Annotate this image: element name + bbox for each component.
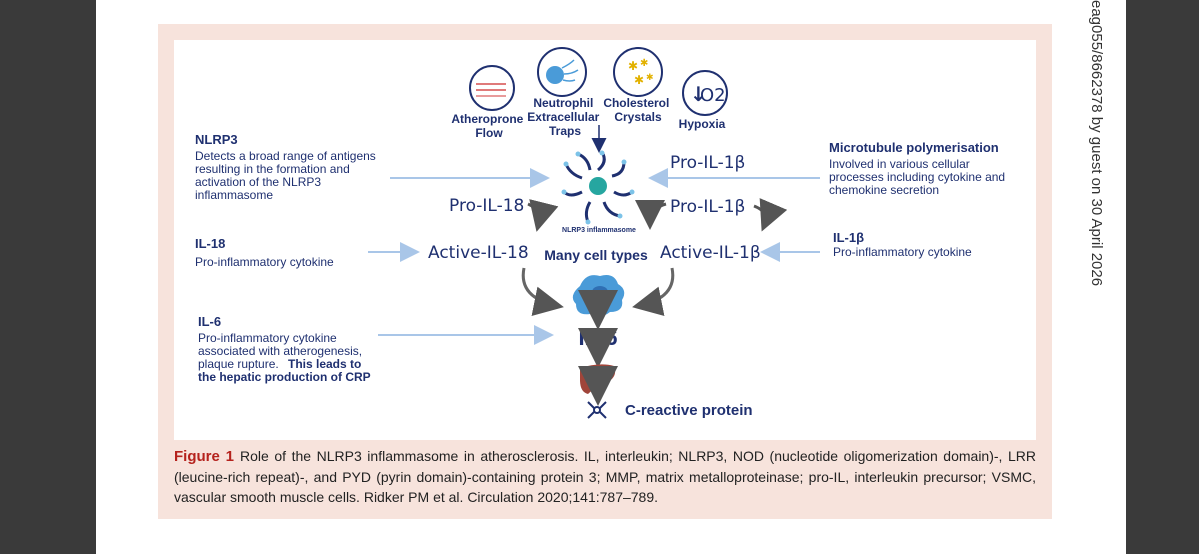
svg-text:✱: ✱ xyxy=(628,59,638,73)
il6-description: Pro-inflammatory cytokine associated wit… xyxy=(198,331,365,371)
il1b-description: Pro-inflammatory cytokine xyxy=(833,245,972,259)
il6-center-label: IL-6 xyxy=(578,325,617,350)
microtubule-heading: Microtubule polymerisation xyxy=(829,140,999,155)
svg-text:✱: ✱ xyxy=(634,73,644,87)
neutrophil-icon xyxy=(537,47,587,97)
trigger-label: Cholesterol Crystals xyxy=(603,96,672,124)
oxygen-text: O2 xyxy=(700,85,726,106)
il18-description: Pro-inflammatory cytokine xyxy=(195,255,334,269)
cell-icon xyxy=(572,275,625,317)
nlrp3-inflammasome-icon xyxy=(561,150,635,225)
liver-icon xyxy=(580,364,616,394)
many-cell-types-label: Many cell types xyxy=(544,247,648,263)
trigger-label: Hypoxia xyxy=(679,117,726,131)
svg-text:✱: ✱ xyxy=(640,58,648,69)
il6-heading: IL-6 xyxy=(198,314,221,329)
svg-text:↓: ↓ xyxy=(690,82,707,106)
pro-il1b-top-label: Pro-IL-1β xyxy=(670,153,745,173)
il18-conversion-arrow xyxy=(527,199,559,232)
il1b-conversion-arrow-left xyxy=(635,199,667,230)
trigger-label: Neutrophil Extracellular Traps xyxy=(527,96,602,138)
caption-text: Role of the NLRP3 inflammasome in athero… xyxy=(174,448,1036,505)
microtubule-description: Involved in various cellular processes i… xyxy=(829,157,1008,197)
active-il1b-label: Active-IL-1β xyxy=(660,243,761,263)
il1b-heading: IL-1β xyxy=(833,230,864,245)
pro-il1b-label: Pro-IL-1β xyxy=(670,197,745,217)
cell-loop-arrow-left xyxy=(521,267,564,316)
il18-heading: IL-18 xyxy=(195,236,225,251)
pro-il18-label: Pro-IL-18 xyxy=(449,196,524,216)
crystals-icon: ✱ ✱ ✱ ✱ xyxy=(613,47,663,97)
nlrp3-description: Detects a broad range of antigens result… xyxy=(195,149,379,202)
crp-icon xyxy=(587,401,607,419)
atheroprone-flow-icon xyxy=(469,65,515,111)
il6-crp-note: This leads to the hepatic production of … xyxy=(198,357,371,384)
nlrp3-heading: NLRP3 xyxy=(195,132,238,147)
svg-text:✱: ✱ xyxy=(646,73,654,83)
crp-label: C-reactive protein xyxy=(625,402,753,419)
trigger-label: Atheroprone Flow xyxy=(451,112,526,140)
active-il18-label: Active-IL-18 xyxy=(428,243,529,263)
cell-loop-arrow-right xyxy=(632,267,675,316)
caption-label: Figure 1 xyxy=(174,448,235,465)
inflammasome-label: NLRP3 inflammasome xyxy=(562,227,636,234)
oxygen-down-icon: ↓ O2 xyxy=(682,70,728,116)
il1b-conversion-arrow-right xyxy=(753,198,788,232)
